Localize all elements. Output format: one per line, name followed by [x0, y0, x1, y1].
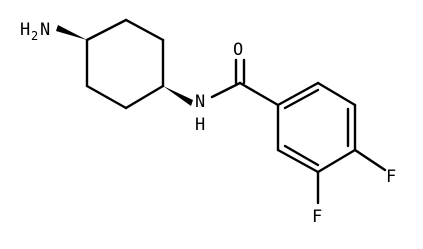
bond-c-f-para: [353, 148, 387, 172]
atom-label-fluoro-meta: F: [312, 207, 322, 227]
bond-n-carbonyl: [210, 81, 242, 99]
bond-benz-5: [276, 148, 320, 174]
atom-label-amine-n: N: [40, 20, 50, 40]
benzene-ring: [276, 81, 357, 174]
wedge-bond-amine: [56, 25, 87, 40]
bond-benz-1-inner: [283, 88, 320, 110]
atom-label-amine-subscript: 2: [31, 29, 38, 43]
bond-benz-4: [316, 148, 357, 174]
bond-ring-5: [85, 84, 128, 110]
atom-label-amine-h: H: [20, 20, 30, 40]
bond-ring-4: [124, 84, 165, 110]
cyclohexane-ring: [85, 18, 165, 110]
bond-benz-2: [316, 81, 357, 107]
wedge-bond-amide: [163, 86, 193, 106]
atom-label-amide-n: N: [195, 92, 205, 112]
atom-label-amide-h: H: [195, 115, 205, 135]
bond-ring-1: [85, 18, 128, 42]
bond-benz-5-inner: [283, 144, 320, 167]
bond-ring-2: [124, 18, 165, 42]
atom-label-carbonyl-o: O: [233, 40, 243, 60]
bond-benz-1: [276, 81, 320, 107]
atom-label-fluoro-para: F: [386, 167, 396, 187]
bond-carbonyl-ring: [238, 81, 280, 107]
